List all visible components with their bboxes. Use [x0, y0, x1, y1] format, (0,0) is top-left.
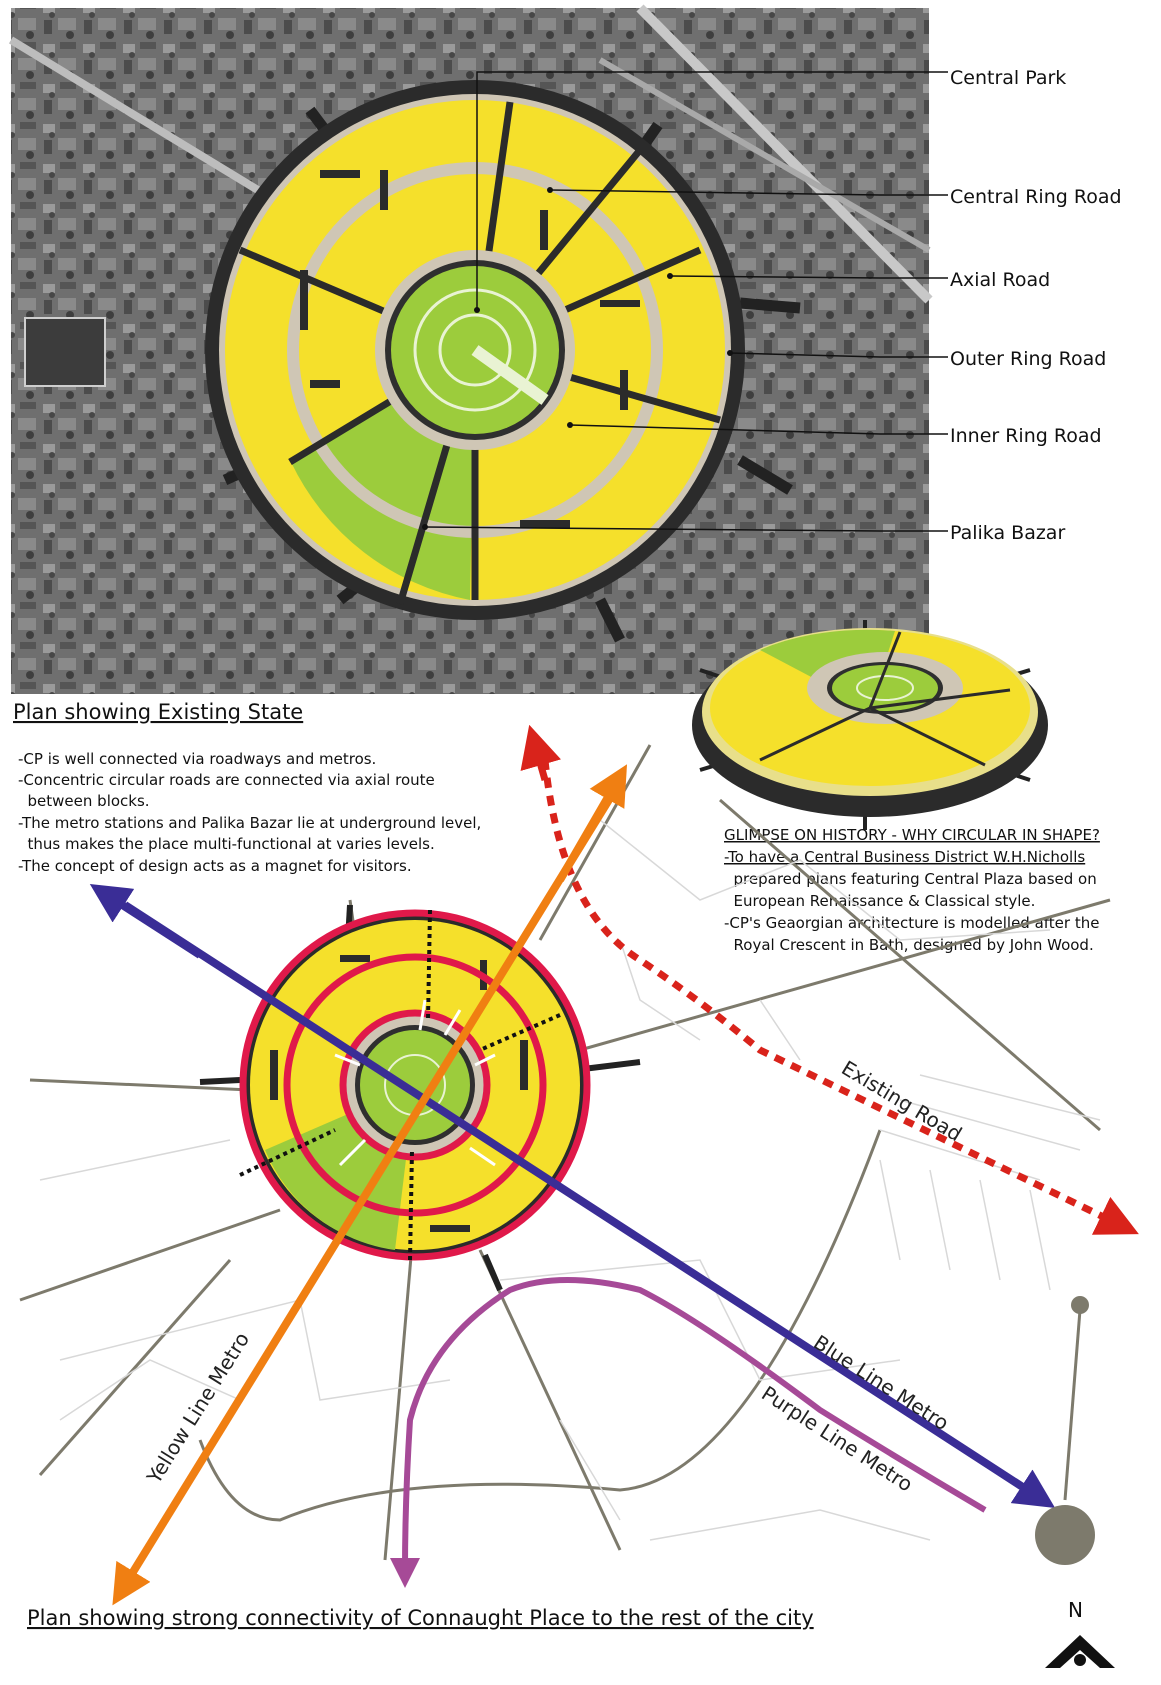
note-line: -The concept of design acts as a magnet …: [18, 857, 412, 875]
blue-line-metro-arrow: [122, 901, 1056, 1509]
blue-line-metro-arrow-back: [89, 883, 203, 959]
leader-dots: [422, 187, 733, 530]
yellow-line-metro-arrow: [112, 787, 619, 1606]
note-line: thus makes the place multi-functional at…: [18, 835, 435, 853]
city-road-network: [19, 744, 1111, 1561]
route-arrows: [89, 724, 1139, 1606]
existing-road-arrow: [541, 759, 1139, 1235]
label-existing-road: Existing Road: [837, 1056, 966, 1146]
cp-3d-model: [692, 620, 1048, 830]
history-line: -To have a Central Business District W.H…: [724, 848, 1085, 866]
label-inner-ring-road: Inner Ring Road: [950, 425, 1102, 447]
label-central-ring-road: Central Ring Road: [950, 186, 1122, 208]
yellow-line-metro-arrow-back: [556, 764, 628, 883]
history-line: -CP's Geaorgian architecture is modelled…: [724, 914, 1099, 932]
label-palika-bazar: Palika Bazar: [950, 522, 1065, 544]
title-existing-state: Plan showing Existing State: [13, 700, 303, 724]
north-arrow: N: [1035, 1296, 1115, 1668]
notes-block: -CP is well connected via roadways and m…: [18, 750, 481, 875]
history-block: GLIMPSE ON HISTORY - WHY CIRCULAR IN SHA…: [724, 826, 1100, 954]
history-line: European Renaissance & Classical style.: [724, 892, 1035, 910]
existing-road-arrow-up: [520, 724, 561, 781]
cp-plan-existing: [205, 80, 801, 643]
note-line: -CP is well connected via roadways and m…: [18, 750, 376, 768]
note-line: -Concentric circular roads are connected…: [18, 771, 435, 789]
leader-lines: [424, 71, 948, 532]
north-chevron-icon: [1045, 1635, 1115, 1668]
title-connectivity: Plan showing strong connectivity of Conn…: [27, 1606, 814, 1630]
note-line: -The metro stations and Palika Bazar lie…: [18, 814, 481, 832]
history-line: Royal Crescent in Bath, designed by John…: [724, 936, 1094, 954]
purple-line-metro-arrow: [390, 1277, 987, 1588]
history-heading: GLIMPSE ON HISTORY - WHY CIRCULAR IN SHA…: [724, 826, 1100, 844]
label-central-park: Central Park: [950, 67, 1066, 89]
history-line: prepared plans featuring Central Plaza b…: [724, 870, 1097, 888]
label-outer-ring-road: Outer Ring Road: [950, 348, 1106, 370]
note-line: between blocks.: [18, 792, 150, 810]
north-label: N: [1068, 1598, 1083, 1622]
label-axial-road: Axial Road: [950, 269, 1050, 291]
